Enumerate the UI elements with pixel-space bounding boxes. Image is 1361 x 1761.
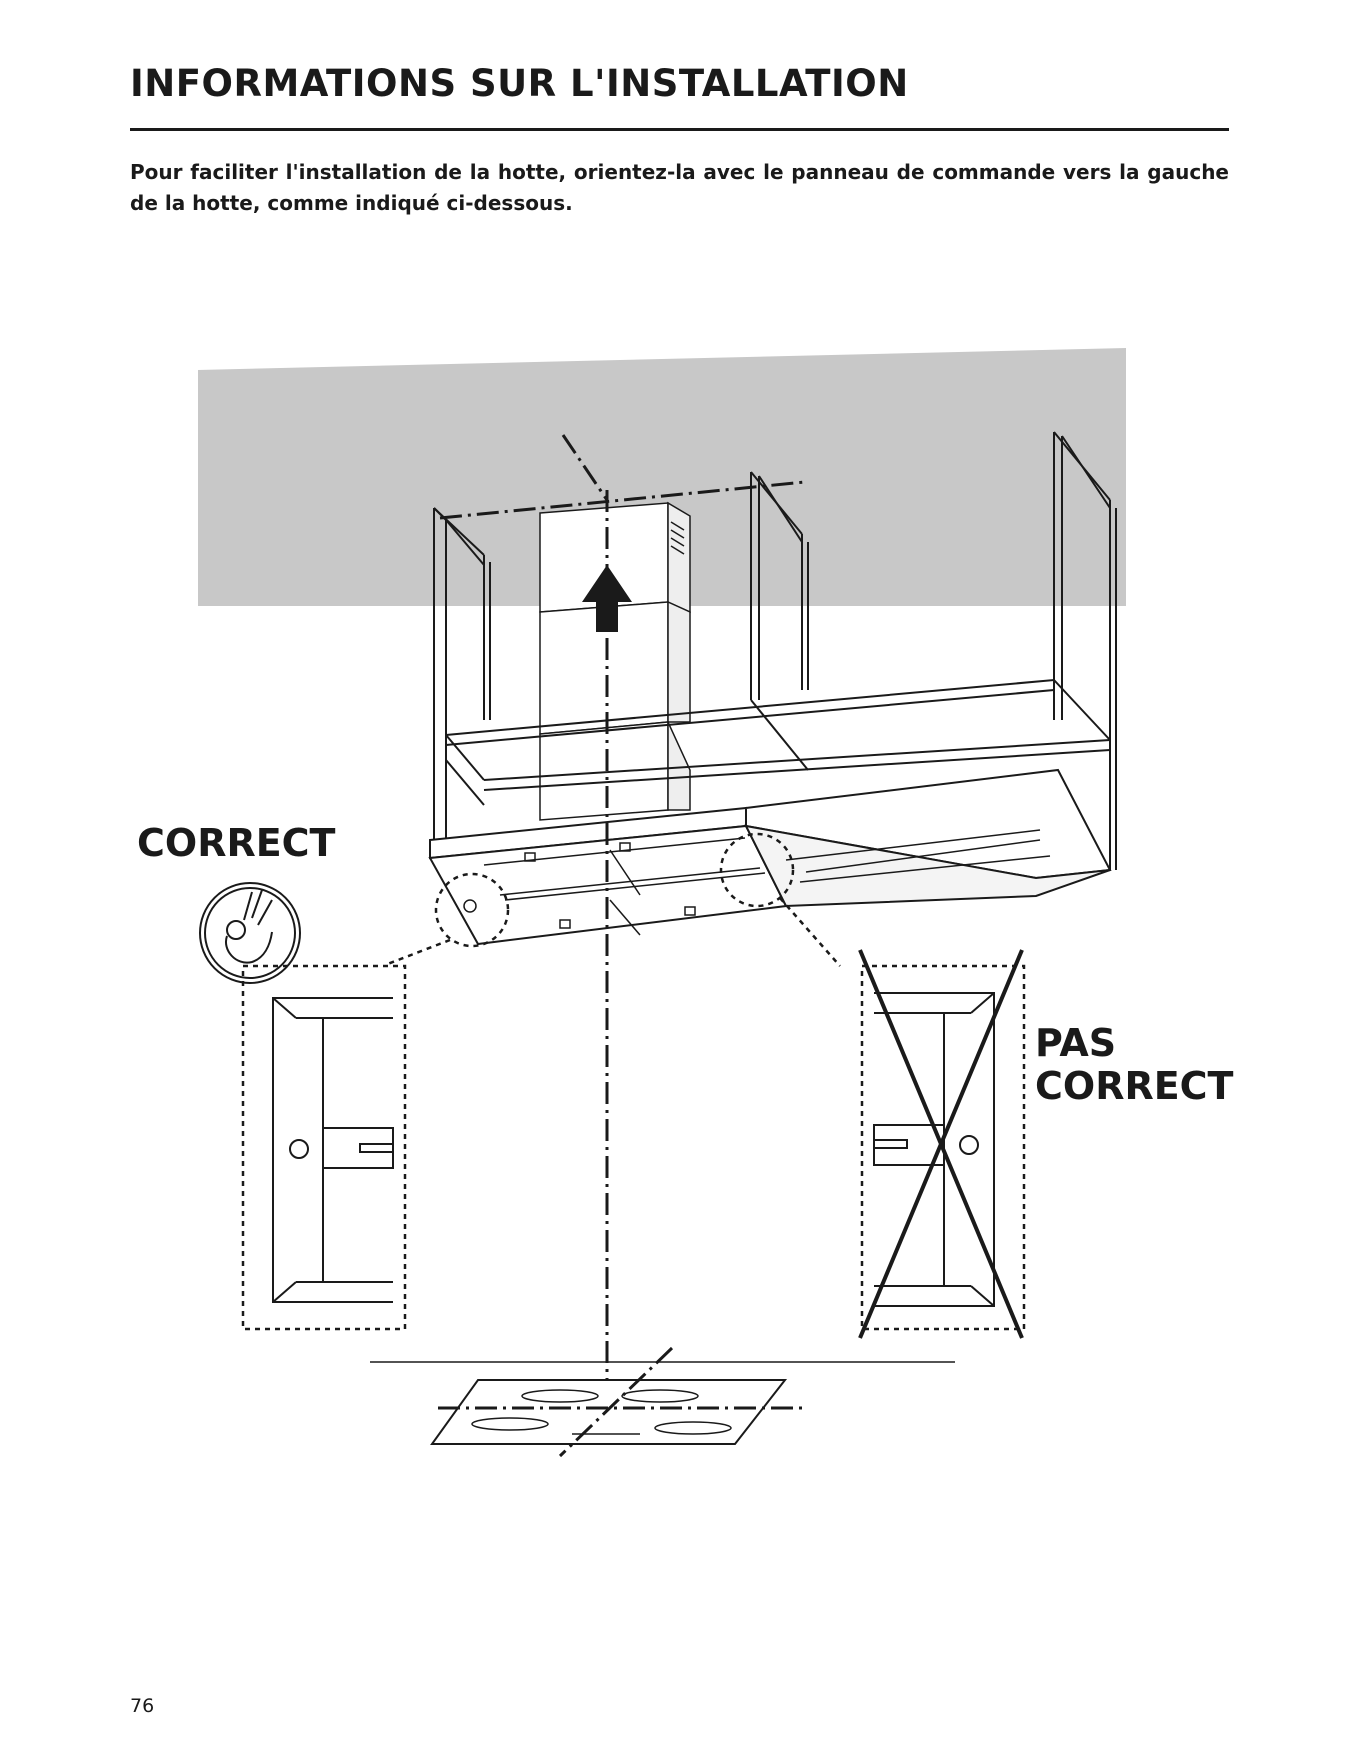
label-incorrect: PAS CORRECT (1035, 1022, 1233, 1108)
label-incorrect-line2: CORRECT (1035, 1065, 1233, 1108)
label-incorrect-line1: PAS (1035, 1022, 1233, 1065)
correct-detail-panel (273, 998, 393, 1302)
page-number: 76 (130, 1695, 154, 1717)
control-panel-knob (464, 900, 476, 912)
callout-leader-right (780, 898, 840, 966)
cross-mark-icon (860, 950, 1022, 1338)
ok-hand-icon (200, 883, 300, 983)
hood-body (430, 770, 1110, 944)
callout-leader-left (385, 940, 450, 965)
label-correct: CORRECT (137, 822, 335, 865)
